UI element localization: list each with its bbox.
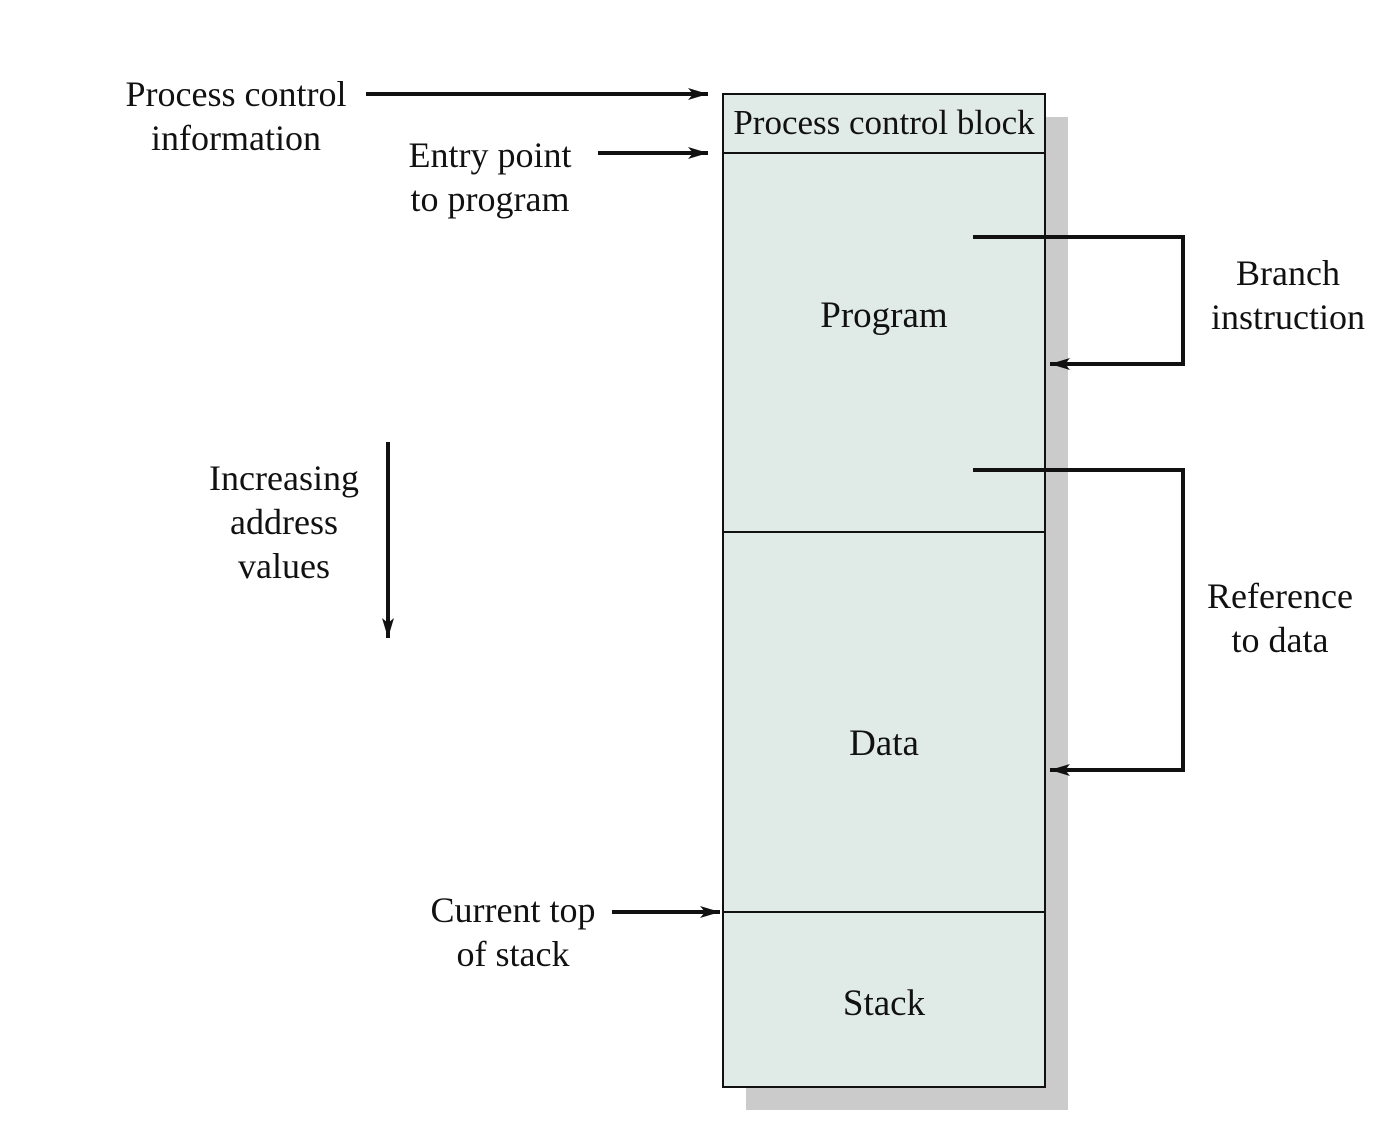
increasing-address-label: Increasing address values: [209, 458, 359, 586]
stack-segment: [722, 911, 1046, 1088]
branch-instruction-label: Branch instruction: [1211, 253, 1365, 337]
reference-to-data-label: Reference to data: [1207, 576, 1353, 660]
stack-label: Stack: [842, 983, 926, 1024]
program-segment: [722, 152, 1046, 533]
current-top-of-stack-label: Current top of stack: [430, 890, 596, 974]
data-label: Data: [849, 723, 919, 764]
data-segment: [722, 531, 1046, 913]
pcb-label: Process control block: [733, 103, 1035, 142]
entry-point-label: Entry point to program: [408, 135, 572, 219]
program-label: Program: [820, 295, 948, 336]
branch-instruction-arrow: [973, 235, 1185, 370]
process-control-information-label: Process control information: [125, 74, 347, 158]
reference-to-data-arrow: [973, 468, 1185, 776]
pcb-segment: [722, 93, 1046, 154]
